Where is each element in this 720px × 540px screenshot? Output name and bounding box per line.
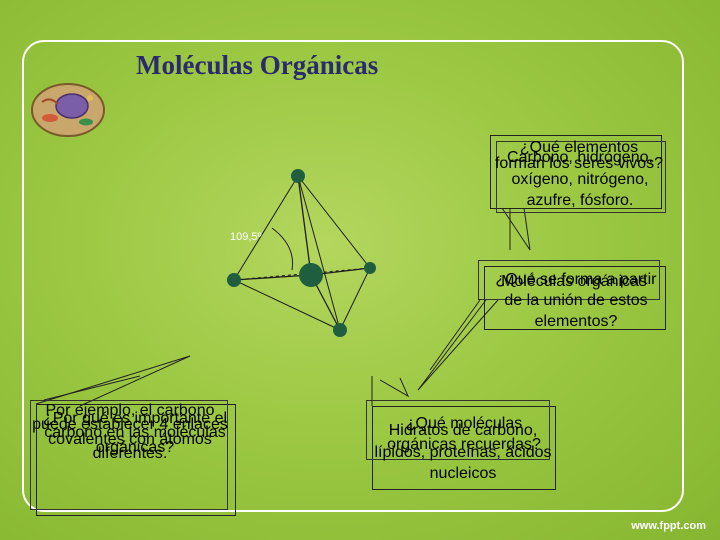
callout-box-carbon [36, 404, 236, 516]
callout-box-carbon-shadow [30, 400, 228, 510]
angle-label: 109,5º [230, 231, 262, 243]
edge-line [233, 175, 299, 281]
callout-molecules-answer: Hidratos de carbono, lípidos, proteínas,… [374, 422, 552, 483]
callout-box-elements [490, 135, 662, 209]
callout-molecules-question: ¿Qué moléculas orgánicas recuerdas? [387, 415, 541, 453]
bond-line [233, 274, 312, 281]
edge-line [297, 175, 371, 269]
hydrogen-atom [291, 169, 305, 183]
carbon-atom [299, 263, 323, 287]
hydrogen-atom [333, 323, 347, 337]
callout-box-molecules [372, 406, 556, 490]
hydrogen-atom [364, 262, 376, 274]
callout-box-molecules-shadow [366, 400, 550, 460]
tetrahedral-carbon-diagram: 109,5º [227, 169, 376, 337]
callout-elements-answer: Carbono, hidrógeno, oxígeno, nitrógeno, … [507, 149, 653, 210]
edge-line [339, 267, 371, 331]
hydrogen-atom [227, 273, 241, 287]
edge-line [297, 175, 341, 331]
footer-url[interactable]: www.fppt.com [631, 520, 706, 532]
callout-box-formation [484, 266, 666, 330]
callout-formation-question: ¿Qué se forma a partir de la unión de es… [495, 271, 657, 330]
callout-box-formation-shadow [478, 260, 660, 300]
callout-box-elements-shadow [496, 141, 666, 213]
slide-frame [22, 40, 684, 512]
callout-elements-question: ¿Qué elementos forman los seres vivos? [494, 139, 664, 172]
cell-illustration [31, 83, 105, 137]
edge-line [233, 279, 341, 331]
callout-carbon-answer: Por ejemplo, el carbono puede establecer… [32, 402, 228, 463]
angle-arc [271, 227, 294, 271]
callout-carbon-question: ¿Por qué es importante el carbono en las… [42, 410, 228, 456]
bond-line [297, 175, 312, 276]
slide-title: Moléculas Orgánicas [136, 50, 379, 80]
callout-formation-answer: Moléculas orgánicas [501, 273, 647, 290]
